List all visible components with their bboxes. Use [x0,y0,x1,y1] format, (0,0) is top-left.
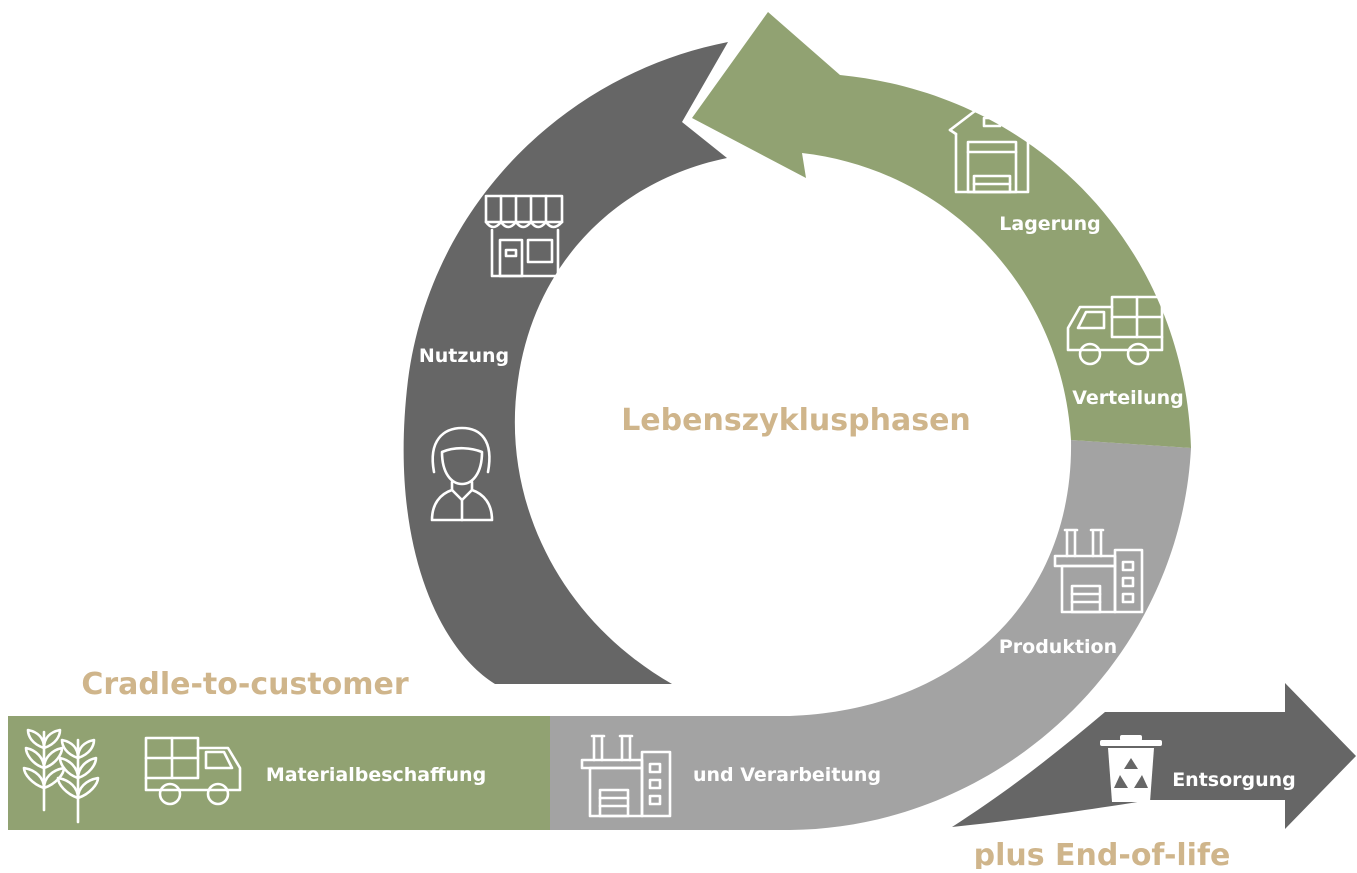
cradle-to-customer-label: Cradle-to-customer [81,667,409,702]
production-segment [550,440,1191,830]
factory-icon [580,734,672,818]
stage-label-produktion: Produktion [999,636,1117,658]
wheat-icon [22,728,100,824]
truck-icon [1066,295,1164,366]
end-of-life-arrow [952,683,1356,829]
stage-label-nutzung: Nutzung [419,345,509,367]
material-sourcing-bar [8,716,550,830]
person-icon [430,426,494,522]
stage-label-verarbeitung: und Verarbeitung [693,764,881,786]
recycle-bin-icon [1100,735,1162,802]
warehouse-icon [948,96,1036,194]
diagram-title: Lebenszyklusphasen [621,403,971,438]
end-of-life-label: plus End-of-life [974,838,1231,869]
truck-icon [144,736,242,806]
stage-label-lagerung: Lagerung [999,213,1100,235]
factory-icon [1053,528,1144,614]
stage-label-verteilung: Verteilung [1072,387,1184,409]
stage-label-materialbeschaffung: Materialbeschaffung [266,764,486,786]
storage-distribution-arrow [692,12,1191,448]
stage-label-entsorgung: Entsorgung [1172,769,1296,791]
shop-icon [484,194,564,278]
